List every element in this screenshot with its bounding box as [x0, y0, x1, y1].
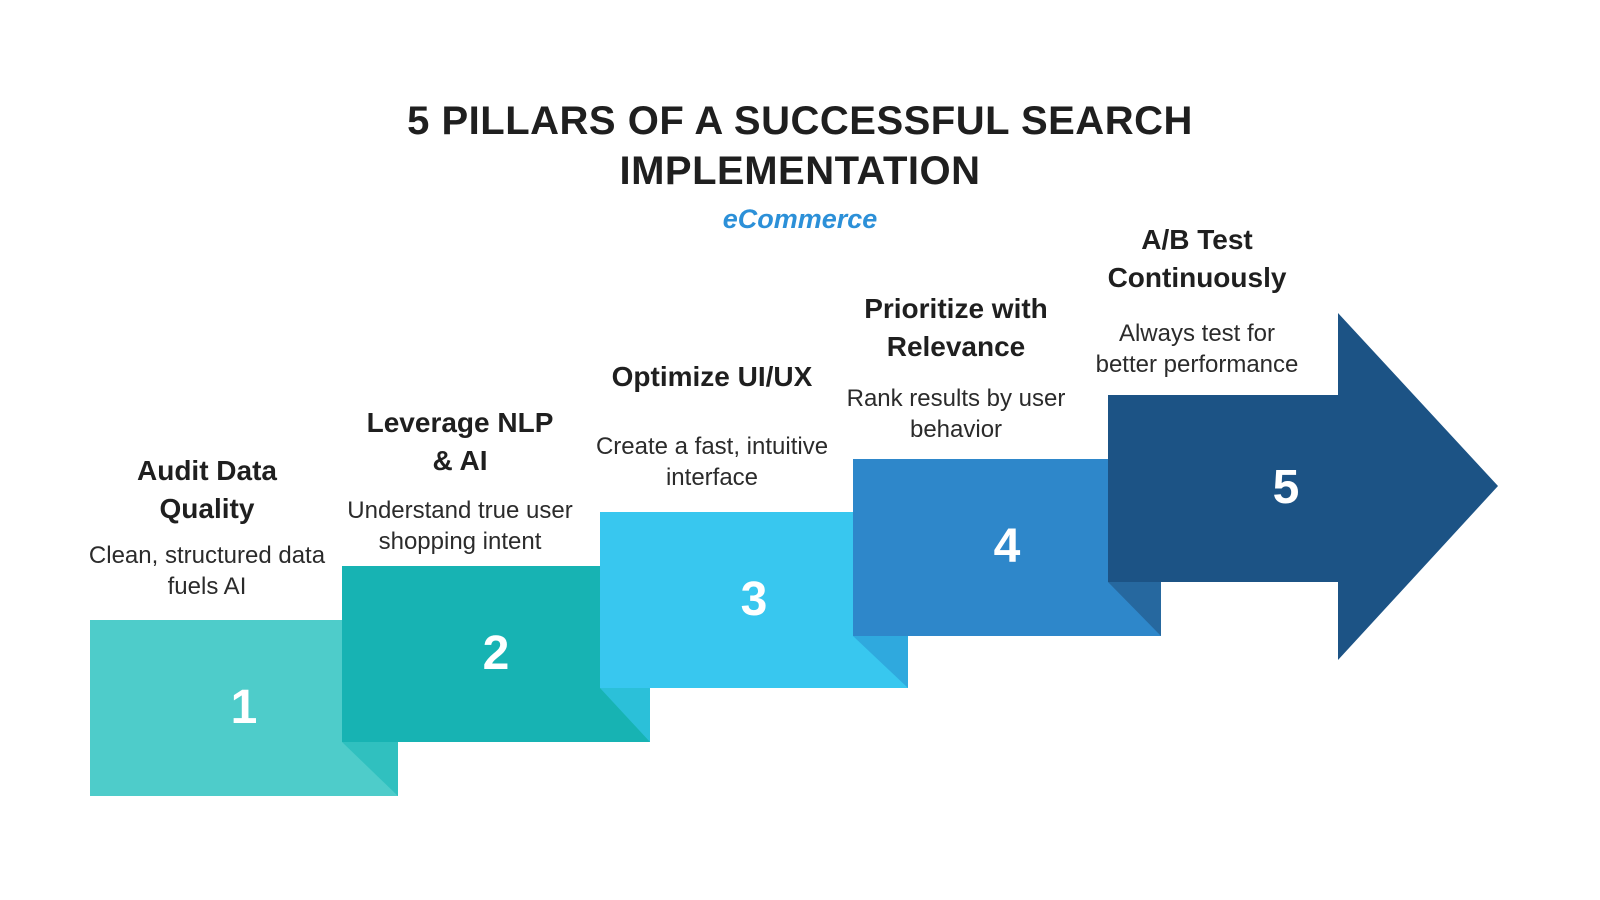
step-3-desc-line-1: Create a fast, intuitive — [595, 433, 829, 460]
step-4-heading-line-1: Prioritize with — [864, 293, 1048, 324]
step-1-description: Clean, structured data fuels AI — [37, 540, 377, 602]
step-4-heading-line-2: Relevance — [886, 331, 1026, 362]
step-5-fold-shadow — [1108, 582, 1161, 636]
title-line-2: IMPLEMENTATION — [619, 149, 981, 193]
step-2-fold-shadow — [342, 742, 398, 796]
step-3-description: Create a fast, intuitive interface — [542, 431, 882, 493]
step-3-desc-line-2: interface — [665, 464, 759, 491]
step-5-heading: A/B Test Continuously — [1027, 221, 1367, 297]
step-4-description: Rank results by user behavior — [786, 383, 1126, 445]
step-4-fold-shadow — [853, 636, 908, 688]
step-5-desc-line-2: better performance — [1095, 351, 1299, 378]
step-1-number: 1 — [230, 681, 258, 734]
step-1-heading: Audit Data Quality — [37, 452, 377, 528]
step-2-desc-line-1: Understand true user — [347, 497, 573, 524]
step-5-description: Always test for better performance — [1027, 318, 1367, 380]
step-1-desc-line-1: Clean, structured data — [88, 542, 326, 569]
step-5-number: 5 — [1272, 461, 1300, 514]
title-line-1: 5 PILLARS OF A SUCCESSFUL SEARCH — [407, 99, 1193, 143]
step-2-heading-line-2: & AI — [432, 445, 488, 476]
step-4-desc-line-2: behavior — [909, 416, 1003, 443]
step-5-arrow-block — [1108, 313, 1498, 660]
step-3-heading: Optimize UI/UX — [542, 358, 882, 396]
step-2-block — [342, 566, 650, 742]
step-1-heading-line-2: Quality — [159, 493, 255, 524]
step-4-heading: Prioritize with Relevance — [786, 290, 1126, 366]
step-1-heading-line-1: Audit Data — [137, 455, 277, 486]
step-4-number: 4 — [993, 520, 1021, 573]
step-3-number: 3 — [740, 573, 768, 626]
step-3-fold-shadow — [600, 688, 650, 742]
step-2-heading: Leverage NLP & AI — [290, 404, 630, 480]
step-2-heading-line-1: Leverage NLP — [366, 407, 554, 438]
step-2-description: Understand true user shopping intent — [290, 495, 630, 557]
subtitle: eCommerce — [722, 204, 878, 234]
step-5-heading-line-1: A/B Test — [1141, 224, 1253, 255]
page-title: 5 PILLARS OF A SUCCESSFUL SEARCH IMPLEME… — [400, 96, 1200, 196]
step-2-desc-line-2: shopping intent — [378, 528, 542, 555]
step-3-heading-line-1: Optimize UI/UX — [611, 361, 813, 392]
step-2-number: 2 — [482, 627, 510, 680]
step-4-desc-line-1: Rank results by user — [846, 385, 1066, 412]
step-5-heading-line-2: Continuously — [1107, 262, 1287, 293]
step-1-desc-line-2: fuels AI — [167, 573, 247, 600]
step-5-desc-line-1: Always test for — [1118, 320, 1276, 347]
